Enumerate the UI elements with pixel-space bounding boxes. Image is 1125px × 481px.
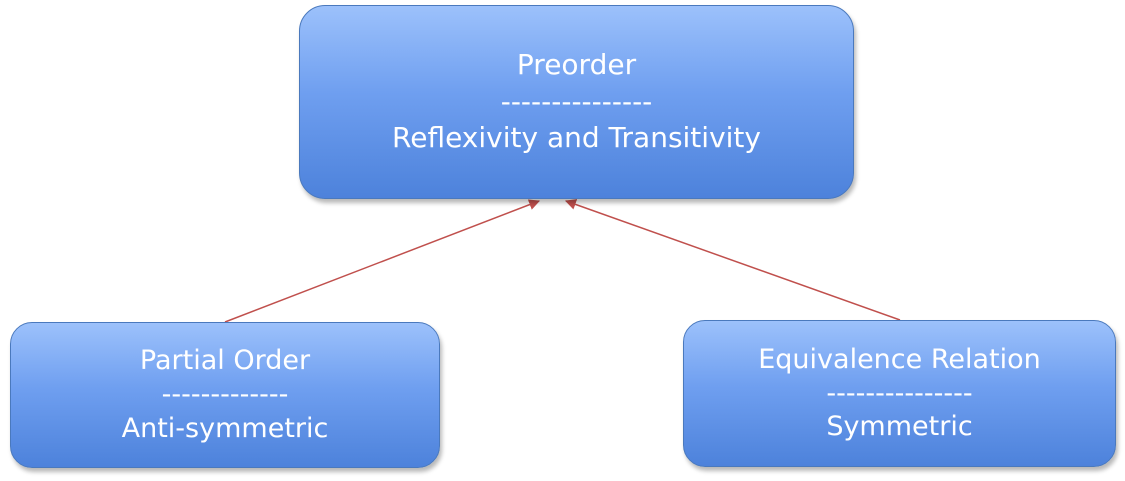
partial-order-title: Partial Order	[139, 345, 311, 377]
edge-partial-order-to-preorder	[224, 199, 541, 323]
equivalence-relation-property: Symmetric	[826, 411, 973, 443]
partial-order-divider: -------------	[161, 379, 289, 411]
equivalence-relation-node: Equivalence Relation --------------- Sym…	[683, 320, 1116, 467]
edge-equivalence-relation-to-preorder	[564, 199, 901, 321]
preorder-property: Reflexivity and Transitivity	[392, 121, 761, 155]
partial-order-property: Anti-symmetric	[121, 412, 329, 444]
equivalence-relation-title: Equivalence Relation	[758, 343, 1041, 375]
preorder-node: Preorder --------------- Reflexivity and…	[299, 5, 854, 199]
equivalence-relation-divider: ---------------	[826, 377, 973, 409]
partial-order-node: Partial Order ------------- Anti-symmetr…	[10, 322, 440, 468]
preorder-title: Preorder	[516, 47, 637, 81]
preorder-divider: ---------------	[500, 84, 653, 118]
